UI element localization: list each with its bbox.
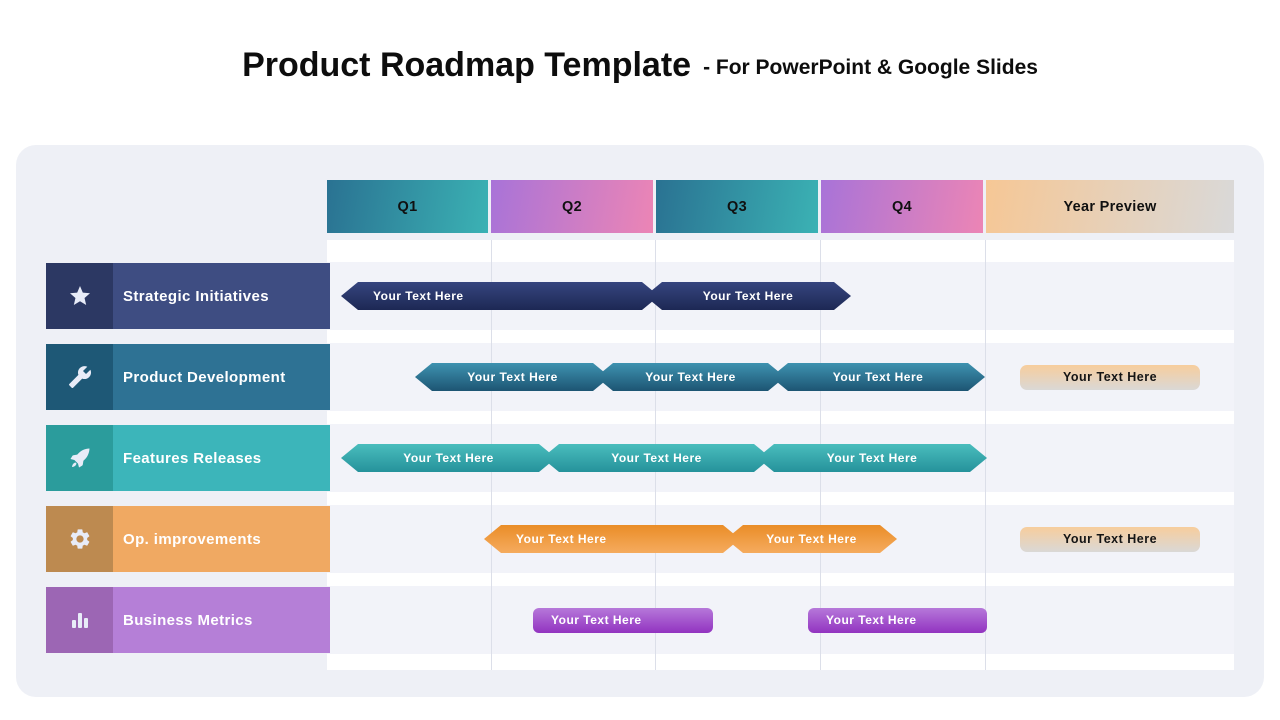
timeline-bar-business-metrics-1: Your Text Here xyxy=(533,607,713,633)
wrench-icon xyxy=(46,344,113,410)
timeline-bar-strategic-initiatives-2: Your Text Here xyxy=(645,282,851,310)
timeline-bar-features-releases-2: Your Text Here xyxy=(542,444,771,472)
timeline-bar-op-improvements-2: Your Text Here xyxy=(726,525,897,553)
row-stripe-5 xyxy=(327,586,1234,654)
column-header-q2: Q2 xyxy=(491,180,653,233)
timeline-bar-product-development-1: Your Text Here xyxy=(415,363,610,391)
timeline-bar-op-improvements-1: Your Text Here xyxy=(484,525,740,553)
quarter-gridline-4 xyxy=(984,240,986,670)
row-header-product-development: Product Development xyxy=(46,344,330,410)
column-header-q1: Q1 xyxy=(327,180,488,233)
gear-icon xyxy=(46,506,113,572)
row-header-features-releases: Features Releases xyxy=(46,425,330,491)
row-label: Strategic Initiatives xyxy=(113,263,330,329)
timeline-bar-business-metrics-2: Your Text Here xyxy=(808,607,987,633)
column-header-q4: Q4 xyxy=(821,180,983,233)
timeline-bar-features-releases-3: Your Text Here xyxy=(757,444,987,472)
timeline-bar-product-development-2: Your Text Here xyxy=(596,363,785,391)
row-label: Product Development xyxy=(113,344,330,410)
row-label: Op. improvements xyxy=(113,506,330,572)
slide-subtitle: - For PowerPoint & Google Slides xyxy=(703,56,1038,79)
column-header-q3: Q3 xyxy=(656,180,818,233)
bar-chart-icon xyxy=(46,587,113,653)
timeline-bar-features-releases-1: Your Text Here xyxy=(341,444,556,472)
row-header-business-metrics: Business Metrics xyxy=(46,587,330,653)
timeline-bar-product-development-3: Your Text Here xyxy=(771,363,985,391)
rocket-icon xyxy=(46,425,113,491)
slide-title: Product Roadmap Template xyxy=(242,45,692,84)
slide-title-block: Product Roadmap Template - For PowerPoin… xyxy=(0,0,1280,130)
year-preview-bar-product-development-4: Your Text Here xyxy=(1020,364,1200,390)
star-icon xyxy=(46,263,113,329)
row-label: Features Releases xyxy=(113,425,330,491)
row-label: Business Metrics xyxy=(113,587,330,653)
column-header-year-preview: Year Preview xyxy=(986,180,1234,233)
row-header-op-improvements: Op. improvements xyxy=(46,506,330,572)
year-preview-bar-op-improvements-3: Your Text Here xyxy=(1020,526,1200,552)
row-header-strategic-initiatives: Strategic Initiatives xyxy=(46,263,330,329)
timeline-bar-strategic-initiatives-1: Your Text Here xyxy=(341,282,659,310)
